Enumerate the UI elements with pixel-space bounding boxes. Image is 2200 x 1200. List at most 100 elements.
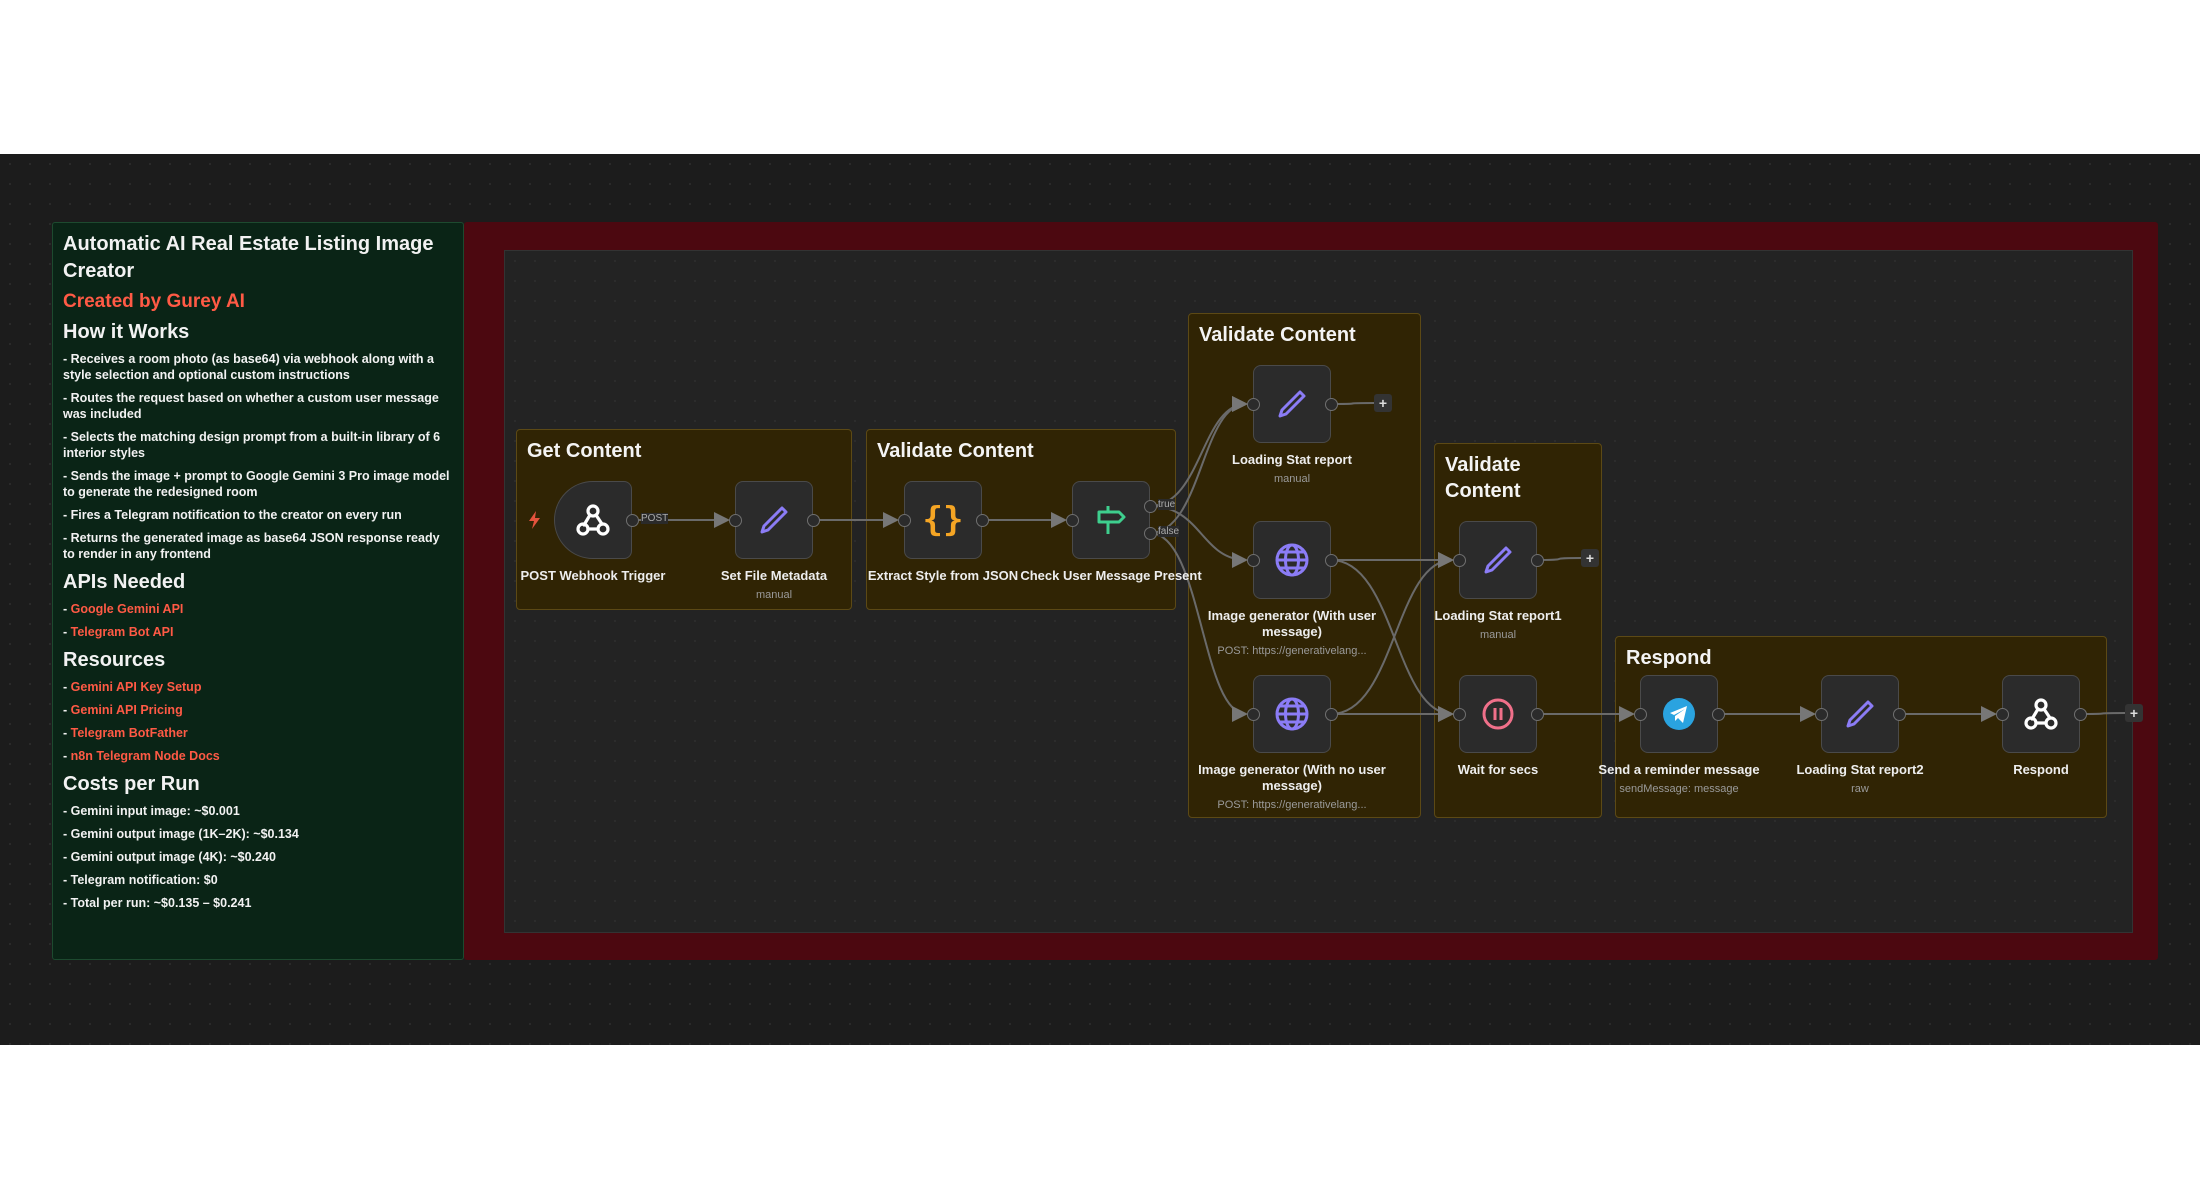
resource-link[interactable]: Gemini API Key Setup	[70, 680, 202, 694]
telegram-icon	[1661, 696, 1697, 732]
node-label: Wait for secs	[1457, 762, 1539, 777]
output-port[interactable]	[1324, 553, 1338, 567]
connection[interactable]	[1149, 532, 1248, 722]
node-extract-style-from-json[interactable]: {}	[904, 481, 982, 559]
connection[interactable]	[1330, 552, 1454, 715]
output-port[interactable]	[975, 513, 989, 527]
resource-item: - Gemini API Pricing	[63, 703, 183, 717]
output-port[interactable]	[1711, 707, 1725, 721]
output-port[interactable]	[625, 513, 639, 527]
port-label-true: true	[1158, 499, 1176, 510]
node-loading-stat-report1[interactable]	[1459, 521, 1537, 599]
apis-heading: APIs Needed	[63, 571, 186, 593]
resource-link[interactable]: Gemini API Pricing	[70, 703, 183, 717]
pencil-icon	[756, 502, 792, 538]
node-label: Image generator (With no user message)PO…	[1198, 762, 1386, 811]
output-port[interactable]	[1530, 553, 1544, 567]
how-item: - Selects the matching design prompt fro…	[63, 430, 441, 460]
input-port[interactable]	[1452, 707, 1466, 721]
node-subtitle: POST: https://generativelang...	[1217, 799, 1367, 811]
how-heading: How it Works	[63, 321, 190, 343]
resource-link[interactable]: Telegram BotFather	[70, 726, 188, 740]
resource-link[interactable]: n8n Telegram Node Docs	[70, 749, 220, 763]
node-wait-for-secs[interactable]	[1459, 675, 1537, 753]
node-loading-stat-report[interactable]	[1253, 365, 1331, 443]
node-label: POST Webhook Trigger	[520, 568, 666, 583]
globe-icon	[1273, 695, 1311, 733]
output-port[interactable]	[1324, 397, 1338, 411]
output-port-false[interactable]	[1143, 526, 1157, 540]
sticky-credit: Created by Gurey AI	[63, 291, 245, 312]
resource-item: - Gemini API Key Setup	[63, 680, 202, 694]
input-port[interactable]	[1246, 553, 1260, 567]
cost-item: - Telegram notification: $0	[63, 873, 218, 887]
connection[interactable]	[1536, 557, 1582, 561]
input-port[interactable]	[1246, 707, 1260, 721]
sticky-note[interactable]: Automatic AI Real Estate Listing Image C…	[52, 222, 464, 960]
pencil-icon	[1480, 542, 1516, 578]
how-item: - Receives a room photo (as base64) via …	[63, 352, 434, 382]
input-port[interactable]	[1065, 513, 1079, 527]
node-subtitle: manual	[755, 589, 793, 601]
api-link[interactable]: Google Gemini API	[70, 602, 184, 616]
pencil-icon	[1274, 386, 1310, 422]
port-label-false: false	[1158, 526, 1180, 537]
input-port[interactable]	[1633, 707, 1647, 721]
resource-item: - n8n Telegram Node Docs	[63, 749, 220, 763]
output-port[interactable]	[1892, 707, 1906, 721]
port-label-post: POST	[641, 513, 669, 524]
output-port[interactable]	[1530, 707, 1544, 721]
output-port-true[interactable]	[1143, 499, 1157, 513]
group-title: Validate Content	[1445, 454, 1521, 502]
connection[interactable]	[2079, 712, 2126, 715]
input-port[interactable]	[1995, 707, 2009, 721]
output-port[interactable]	[2073, 707, 2087, 721]
input-port[interactable]	[1814, 707, 1828, 721]
resource-item: - Telegram BotFather	[63, 726, 188, 740]
node-post-webhook-trigger[interactable]	[554, 481, 632, 559]
node-subtitle: raw	[1851, 783, 1869, 795]
node-subtitle: POST: https://generativelang...	[1217, 645, 1367, 657]
connection[interactable]	[1330, 402, 1375, 405]
cost-item: - Gemini output image (4K): ~$0.240	[63, 850, 276, 864]
resources-heading: Resources	[63, 649, 166, 671]
node-check-user-message-present[interactable]	[1072, 481, 1150, 559]
add-node-button[interactable]: +	[1581, 549, 1599, 567]
input-port[interactable]	[728, 513, 742, 527]
how-item: - Returns the generated image as base64 …	[63, 531, 440, 561]
node-subtitle: sendMessage: message	[1619, 783, 1739, 795]
api-item: - Telegram Bot API	[63, 625, 174, 639]
node-set-file-metadata[interactable]	[735, 481, 813, 559]
pencil-icon	[1842, 696, 1878, 732]
pause-icon	[1480, 696, 1516, 732]
cost-item: - Gemini input image: ~$0.001	[63, 804, 240, 818]
group-title: Validate Content	[877, 440, 1034, 462]
input-port[interactable]	[1452, 553, 1466, 567]
node-loading-stat-report2[interactable]	[1821, 675, 1899, 753]
input-port[interactable]	[897, 513, 911, 527]
group-validate-content[interactable]: Validate Content	[1434, 443, 1602, 818]
node-send-a-reminder-message[interactable]	[1640, 675, 1718, 753]
globe-icon	[1273, 541, 1311, 579]
node-subtitle: manual	[1273, 473, 1311, 485]
webhook-icon	[2021, 694, 2061, 734]
node-subtitle: manual	[1479, 629, 1517, 641]
node-image-generator-with-no-user-message[interactable]	[1253, 675, 1331, 753]
node-label: Respond	[2013, 762, 2069, 777]
group-title: Validate Content	[1199, 324, 1356, 346]
node-respond[interactable]	[2002, 675, 2080, 753]
add-node-button[interactable]: +	[1374, 394, 1392, 412]
add-node-button[interactable]: +	[2125, 704, 2143, 722]
output-port[interactable]	[1324, 707, 1338, 721]
input-port[interactable]	[1246, 397, 1260, 411]
output-port[interactable]	[806, 513, 820, 527]
api-link[interactable]: Telegram Bot API	[70, 625, 174, 639]
group-title: Get Content	[527, 440, 642, 462]
node-image-generator-with-user-message[interactable]	[1253, 521, 1331, 599]
webhook-icon	[573, 500, 613, 540]
node-label: Extract Style from JSON	[867, 568, 1019, 583]
